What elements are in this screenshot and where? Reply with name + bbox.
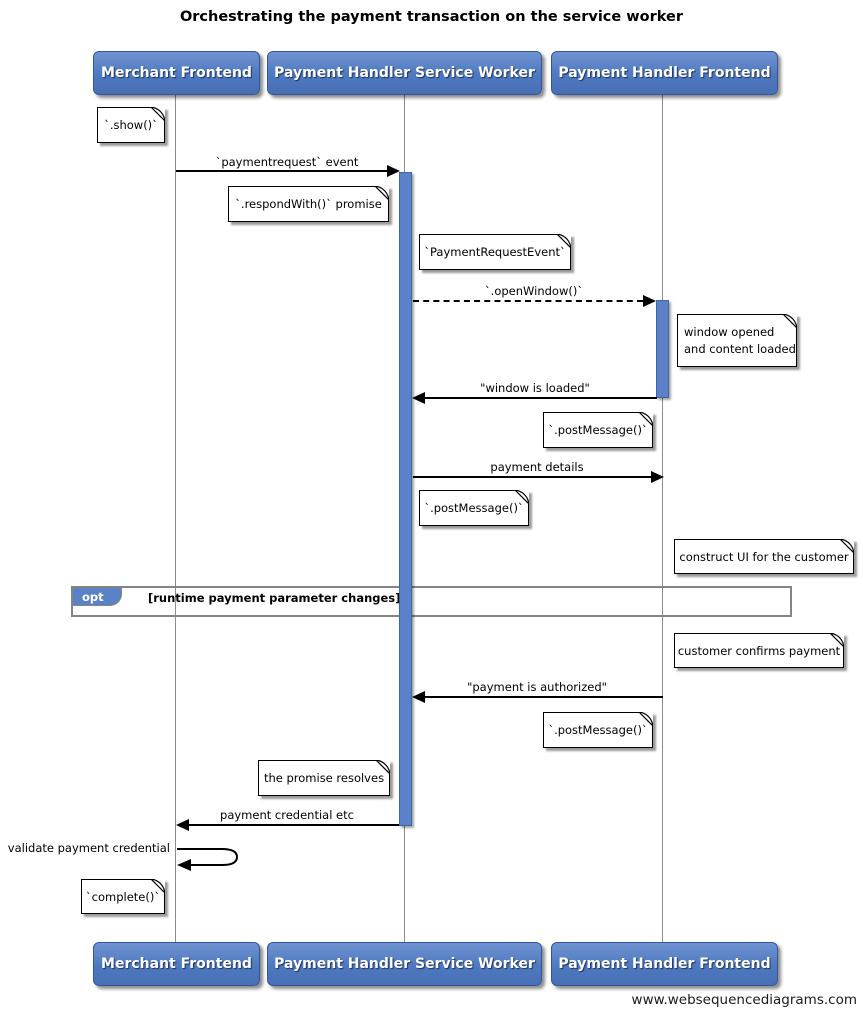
arrowhead-right-icon (387, 165, 400, 177)
note-text: `.respondWith()` promise (235, 197, 382, 211)
opt-frame: opt [runtime payment parameter changes] (71, 586, 792, 617)
diagram-title: Orchestrating the payment transaction on… (179, 9, 684, 25)
lifeline-handler-frontend (662, 93, 663, 942)
note-postmessage-2: `.postMessage()` (419, 490, 529, 526)
arrowhead-right-icon (651, 471, 664, 483)
note-text: customer confirms payment (677, 643, 841, 658)
note-text: construct UI for the customer (679, 549, 849, 564)
opt-frame-condition: [runtime payment parameter changes] (148, 591, 401, 605)
watermark-url: www.websequencediagrams.com (631, 992, 857, 1008)
message-label-payment-credential: payment credential etc (220, 808, 354, 822)
note-text: `.show()` (104, 118, 158, 132)
note-text: the promise resolves (263, 771, 385, 785)
note-fold-icon (375, 186, 389, 200)
activation-handler-frontend (656, 300, 669, 398)
note-fold-icon (376, 760, 390, 774)
opt-frame-tab: opt (72, 587, 122, 606)
note-window-opened: window opened and content loaded (677, 314, 797, 367)
note-fold-icon (151, 879, 165, 893)
actor-handler-frontend-bottom: Payment Handler Frontend (551, 942, 778, 986)
message-label-window-is-loaded: "window is loaded" (480, 381, 590, 395)
note-fold-icon (151, 107, 165, 121)
note-construct-ui: construct UI for the customer (674, 539, 854, 574)
note-fold-icon (783, 314, 797, 328)
actor-merchant-frontend-top: Merchant Frontend (93, 51, 260, 95)
message-line-payment-credential (189, 824, 399, 826)
message-label-payment-details: payment details (490, 460, 584, 474)
self-call-loop-icon (177, 848, 239, 871)
note-postmessage-1: `.postMessage()` (543, 412, 653, 448)
message-line-payment-details (413, 476, 651, 478)
note-fold-icon (639, 712, 653, 726)
note-postmessage-3: `.postMessage()` (543, 712, 653, 748)
message-line-paymentrequest-event (176, 170, 387, 172)
note-text: `complete()` (85, 889, 161, 904)
note-paymentrequestevent: `PaymentRequestEvent` (419, 234, 571, 270)
message-line-payment-is-authorized (425, 696, 663, 698)
message-label-openwindow: `.openWindow()` (484, 284, 584, 298)
message-label-validate-payment-credential: validate payment credential (7, 841, 170, 855)
actor-merchant-frontend-bottom: Merchant Frontend (93, 942, 260, 986)
note-text-line2: and content loaded (684, 341, 796, 356)
arrowhead-left-icon (412, 392, 425, 404)
note-promise-resolves: the promise resolves (258, 760, 390, 796)
note-text-line1: window opened (684, 324, 775, 339)
note-fold-icon (557, 234, 571, 248)
message-label-payment-is-authorized: "payment is authorized" (467, 680, 607, 694)
message-label-paymentrequest-event: `paymentrequest` event (215, 155, 359, 169)
actor-service-worker-bottom: Payment Handler Service Worker (267, 942, 542, 986)
note-show: `.show()` (97, 107, 165, 143)
note-fold-icon (840, 539, 854, 553)
note-respondwith-promise: `.respondWith()` promise (228, 186, 389, 222)
message-line-window-is-loaded (425, 397, 657, 399)
note-text: `.postMessage()` (548, 723, 648, 737)
arrowhead-left-icon (176, 819, 189, 831)
note-complete: `complete()` (81, 879, 165, 914)
note-fold-icon (639, 412, 653, 426)
note-fold-icon (830, 633, 844, 647)
arrowhead-left-icon (412, 691, 425, 703)
message-line-openwindow (413, 300, 643, 302)
lifeline-merchant-frontend (175, 93, 176, 942)
arrowhead-right-icon (643, 295, 656, 307)
actor-handler-frontend-top: Payment Handler Frontend (551, 51, 778, 95)
note-text: `.postMessage()` (548, 423, 648, 437)
note-text: `PaymentRequestEvent` (424, 245, 566, 259)
note-fold-icon (515, 490, 529, 504)
actor-service-worker-top: Payment Handler Service Worker (267, 51, 542, 95)
note-customer-confirms: customer confirms payment (674, 633, 844, 668)
note-text: `.postMessage()` (424, 501, 524, 515)
activation-service-worker (399, 172, 412, 826)
